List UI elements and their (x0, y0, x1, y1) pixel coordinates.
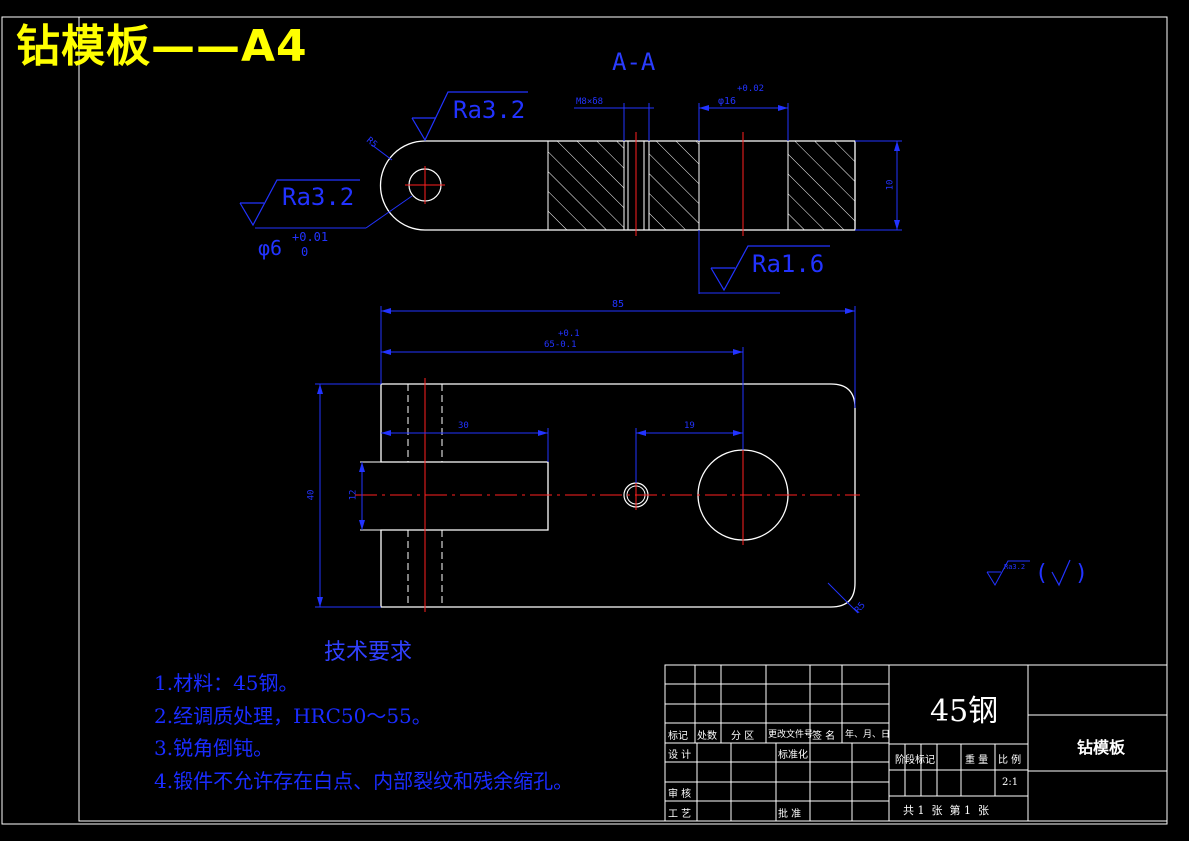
weight-label: 重 量 (965, 755, 989, 766)
header-zone: 分 区 (731, 731, 755, 742)
length-tolerance-upper: +0.1 (558, 329, 580, 339)
row-process: 工 艺 (668, 809, 692, 820)
row-standard: 标准化 (778, 750, 808, 761)
bore-tolerance-label: +0.02 (737, 84, 765, 94)
stage-mark-label: 阶段标记 (895, 755, 935, 766)
plan-view (315, 306, 860, 614)
general-roughness-paren: ( ) (1035, 561, 1088, 586)
height-dimension-label: 10 (885, 179, 896, 191)
header-mark: 标记 (668, 731, 688, 742)
pin-distance-label: 19 (684, 421, 695, 431)
scale-value: 2:1 (1002, 777, 1019, 788)
row-review: 审 核 (668, 789, 692, 800)
total-length-label: 85 (612, 299, 625, 310)
general-roughness-label: Ra3.2 (1004, 563, 1026, 571)
roughness-label-left: Ra3.2 (282, 183, 355, 211)
row-design: 设 计 (668, 750, 692, 761)
tech-requirements-heading: 技术要求 (324, 640, 413, 665)
title-block (664, 664, 1168, 822)
part-name-cell: 钻模板 (1077, 738, 1126, 757)
hole-tolerance-upper: +0.01 (292, 230, 329, 244)
slot-length-label: 30 (458, 421, 469, 431)
row-approve: 批 准 (778, 809, 802, 820)
hole-tolerance-main: φ6 (258, 236, 283, 260)
roughness-label-bottom: Ra1.6 (752, 250, 825, 278)
tech-requirement-item: 3.锐角倒钝。 (154, 736, 274, 760)
drawing-title: 钻模板——A4 (16, 21, 308, 72)
scale-label: 比 例 (998, 755, 1022, 766)
header-date: 年、月、日 (845, 730, 891, 740)
tech-requirement-item: 2.经调质处理，HRC50～55。 (154, 703, 432, 728)
header-change-doc: 更改文件号 (768, 730, 814, 740)
hole-tolerance-lower: 0 (301, 245, 309, 259)
section-label: A-A (612, 48, 656, 76)
slot-width-label: 12 (348, 489, 359, 501)
hole-distance-label: 65-0.1 (544, 340, 577, 350)
tech-requirement-item: 4.锻件不允许存在白点、内部裂纹和残余缩孔。 (154, 768, 574, 793)
roughness-label-top: Ra3.2 (453, 96, 526, 124)
bore-diameter-label: φ16 (718, 96, 737, 107)
inner-frame (78, 16, 1168, 822)
width-dimension-label: 40 (306, 489, 317, 501)
material-cell: 45钢 (930, 694, 999, 729)
general-roughness-symbol (986, 559, 1071, 587)
tech-requirements-list: 1.材料：45钢。 2.经调质处理，HRC50～55。 3.锐角倒钝。 4.锻件… (154, 667, 573, 797)
tech-requirement-item: 1.材料：45钢。 (154, 671, 299, 695)
thread-label: M8×δ8 (576, 97, 604, 107)
sheet-count: 共 1 张 第 1 张 (903, 804, 989, 817)
section-view (239, 91, 902, 294)
header-count: 处数 (697, 731, 717, 742)
header-signature: 签 名 (812, 731, 836, 742)
